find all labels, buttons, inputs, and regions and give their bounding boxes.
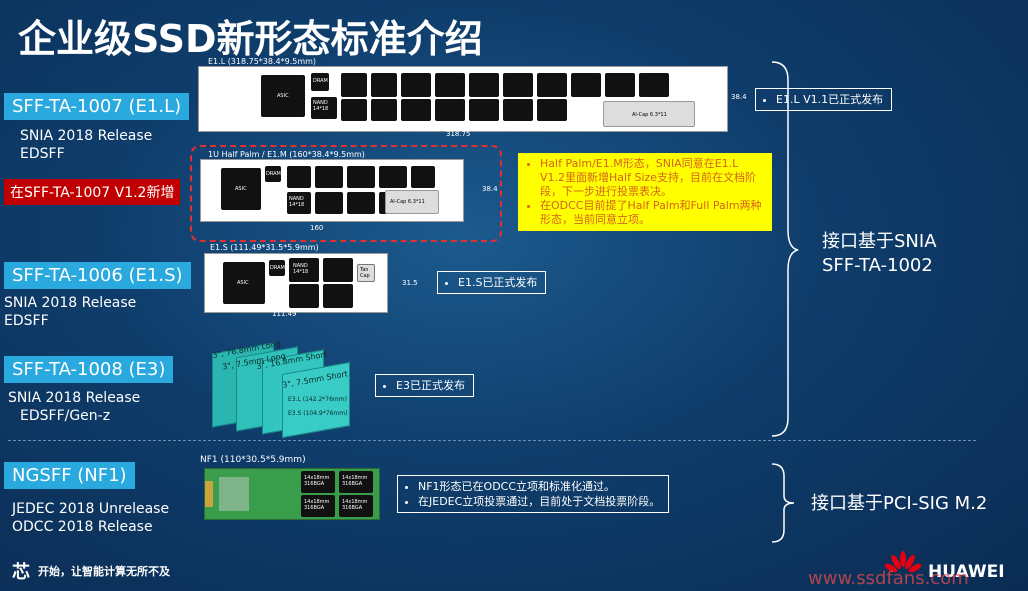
std-sub-nf1-1: JEDEC 2018 Unrelease bbox=[12, 501, 170, 517]
e1l-card: ASIC DRAM NAND 14*18 Al-Cap 6.3*11 bbox=[198, 66, 728, 132]
e1s-tancap-block: Tan Cap bbox=[357, 264, 375, 282]
e3-text-l: E3.L (142.2*76mm) bbox=[288, 396, 347, 403]
e1l-dram-chip: DRAM bbox=[311, 73, 329, 91]
std-label-v12-new: 在SFF-TA-1007 V1.2新增 bbox=[4, 179, 181, 205]
footer-slogan: 开始，让智能计算无所不及 bbox=[38, 565, 170, 578]
e1m-width-value: 160 bbox=[310, 224, 324, 232]
std-sub-e1l-2: EDSFF bbox=[20, 146, 65, 162]
std-sub-e3-2: EDSFF/Gen-z bbox=[20, 408, 111, 424]
nf1-chip-3: 14x18mm 316BGA bbox=[301, 495, 335, 517]
callout-nf1: NF1形态已在ODCC立项和标准化通过。 在JEDEC立项投票通过，目前处于文档… bbox=[397, 475, 670, 513]
e1s-card: ASIC DRAM NAND 14*18 Tan Cap bbox=[204, 253, 388, 313]
e1l-asic-chip: ASIC bbox=[261, 75, 305, 117]
e1l-nand-chip: NAND 14*18 bbox=[311, 97, 337, 119]
nf1-dim-label: NF1 (110*30.5*5.9mm) bbox=[200, 455, 306, 465]
e1l-dim-label: E1.L (318.75*38.4*9.5mm) bbox=[208, 57, 317, 66]
callout-e1m: Half Palm/E1.M形态，SNIA同意在E1.L V1.2里面新增Hal… bbox=[518, 153, 772, 231]
e1s-dram-chip: DRAM bbox=[269, 260, 285, 276]
std-sub-e1s-2: EDSFF bbox=[4, 313, 49, 329]
huawei-logo-text: HUAWEI bbox=[928, 562, 1005, 582]
callout-e1l: E1.L V1.1已正式发布 bbox=[755, 88, 893, 111]
nf1-chip-4: 14x18mm 316BGA bbox=[339, 495, 373, 517]
std-sub-e1s-1: SNIA 2018 Release bbox=[4, 295, 137, 311]
e3-text-s: E3.S (104.9*76mm) bbox=[288, 410, 348, 417]
watermark: www.ssdfans.com bbox=[808, 568, 969, 589]
e1s-dim-label: E1.S (111.49*31.5*5.9mm) bbox=[210, 243, 319, 252]
section-divider bbox=[8, 440, 976, 441]
e1m-asic-chip: ASIC bbox=[221, 168, 261, 210]
e1l-width-value: 318.75 bbox=[446, 130, 471, 138]
huawei-logo-icon bbox=[884, 551, 922, 573]
e1l-height-value: 38.4 bbox=[731, 93, 747, 101]
std-label-e1l: SFF-TA-1007 (E1.L) bbox=[4, 93, 190, 120]
interface-snia: 接口基于SNIA SFF-TA-1002 bbox=[822, 231, 937, 276]
callout-e1s: E1.S已正式发布 bbox=[437, 271, 547, 294]
nf1-chip-1: 14x18mm 316BGA bbox=[301, 471, 335, 493]
e1m-dram-chip: DRAM bbox=[265, 166, 281, 182]
interface-pcisig: 接口基于PCI-SIG M.2 bbox=[811, 493, 988, 514]
pcisig-bracket bbox=[771, 463, 795, 543]
e1s-asic-chip: ASIC bbox=[223, 262, 265, 304]
std-label-nf1: NGSFF (NF1) bbox=[4, 462, 135, 489]
std-label-e3: SFF-TA-1008 (E3) bbox=[4, 356, 174, 383]
e1m-nand-chip: NAND 14*18 bbox=[287, 192, 311, 214]
e1m-highlight-frame bbox=[190, 145, 502, 242]
e1s-width-value: 111.49 bbox=[272, 310, 297, 318]
e1m-card: ASIC DRAM NAND 14*18 Al-Cap 6.3*11 bbox=[200, 159, 464, 222]
e1m-aicap-block: Al-Cap 6.3*11 bbox=[385, 190, 439, 214]
footer-logo-mark: 芯 bbox=[12, 562, 30, 582]
nf1-card: 14x18mm 316BGA 14x18mm 316BGA 14x18mm 31… bbox=[204, 468, 380, 520]
std-sub-e3-1: SNIA 2018 Release bbox=[8, 390, 141, 406]
std-sub-nf1-2: ODCC 2018 Release bbox=[12, 519, 153, 535]
std-label-e1s: SFF-TA-1006 (E1.S) bbox=[4, 262, 191, 289]
e1s-height-value: 31.5 bbox=[402, 279, 418, 287]
e1m-height-value: 38.4 bbox=[482, 185, 498, 193]
callout-e3: E3已正式发布 bbox=[375, 374, 474, 397]
page-title: 企业级SSD新形态标准介绍 bbox=[18, 17, 483, 61]
e1l-aicap-block: Al-Cap 6.3*11 bbox=[603, 101, 695, 127]
nf1-chip-2: 14x18mm 316BGA bbox=[339, 471, 373, 493]
std-sub-e1l-1: SNIA 2018 Release bbox=[20, 128, 153, 144]
e1s-nand-chip: NAND 14*18 bbox=[289, 258, 319, 282]
snia-bracket bbox=[771, 61, 799, 437]
e1m-dim-label: 1U Half Palm / E1.M (160*38.4*9.5mm) bbox=[208, 150, 365, 159]
